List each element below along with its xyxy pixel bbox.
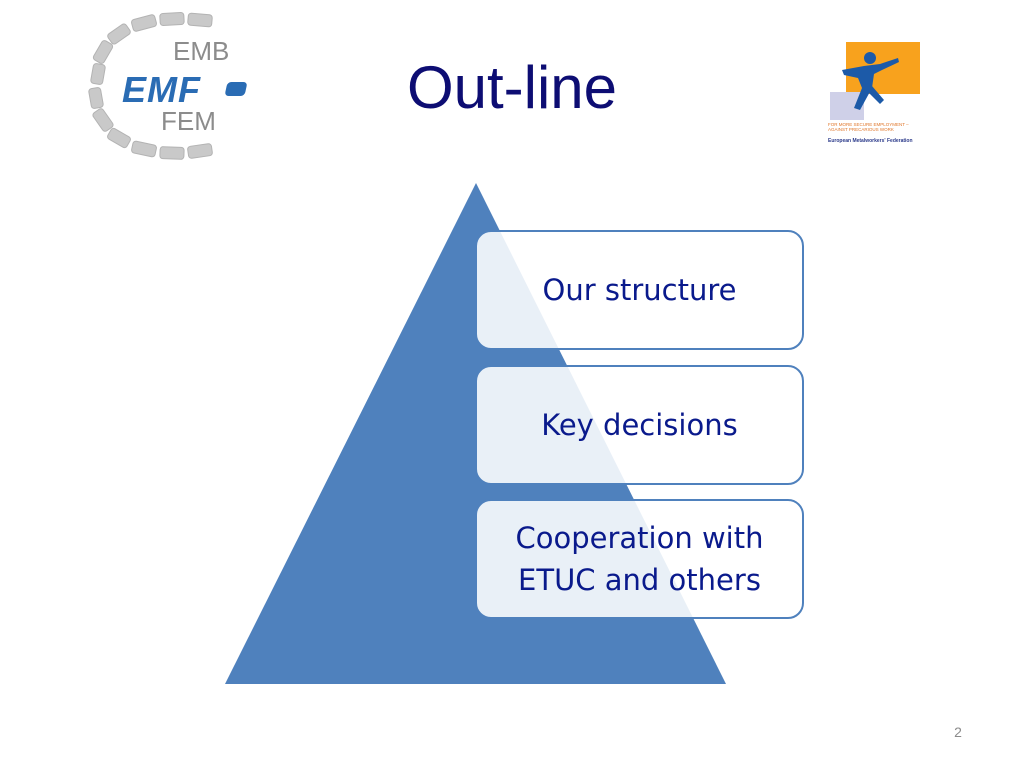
pyramid-item-label-line-2: ETUC and others xyxy=(518,563,761,597)
pyramid-item-cooperation: Cooperation with ETUC and others xyxy=(475,499,804,619)
campaign-logo-caption: For more secure employment – against pre… xyxy=(828,122,909,132)
emf-ring-icon xyxy=(88,12,213,160)
pyramid-item-key-decisions: Key decisions xyxy=(475,365,804,485)
pyramid-item-label-line-1: Cooperation with xyxy=(515,521,764,555)
slide-title: Out-line xyxy=(406,54,618,121)
emf-logo: EMB EMF FEM xyxy=(78,10,258,160)
page-number: 2 xyxy=(954,724,962,740)
pyramid-item-label: Key decisions xyxy=(541,408,738,442)
running-figure-icon xyxy=(842,52,899,110)
campaign-logo: For more secure employment – against pre… xyxy=(826,42,922,150)
emf-logo-main-text: EMF xyxy=(122,69,201,110)
campaign-logo-federation: European Metalworkers' Federation xyxy=(828,138,913,144)
pyramid-item-label: Our structure xyxy=(542,273,737,307)
pyramid-item-our-structure: Our structure xyxy=(475,230,804,350)
emf-logo-bottom-text: FEM xyxy=(161,106,216,136)
emf-logo-top-text: EMB xyxy=(173,36,230,66)
